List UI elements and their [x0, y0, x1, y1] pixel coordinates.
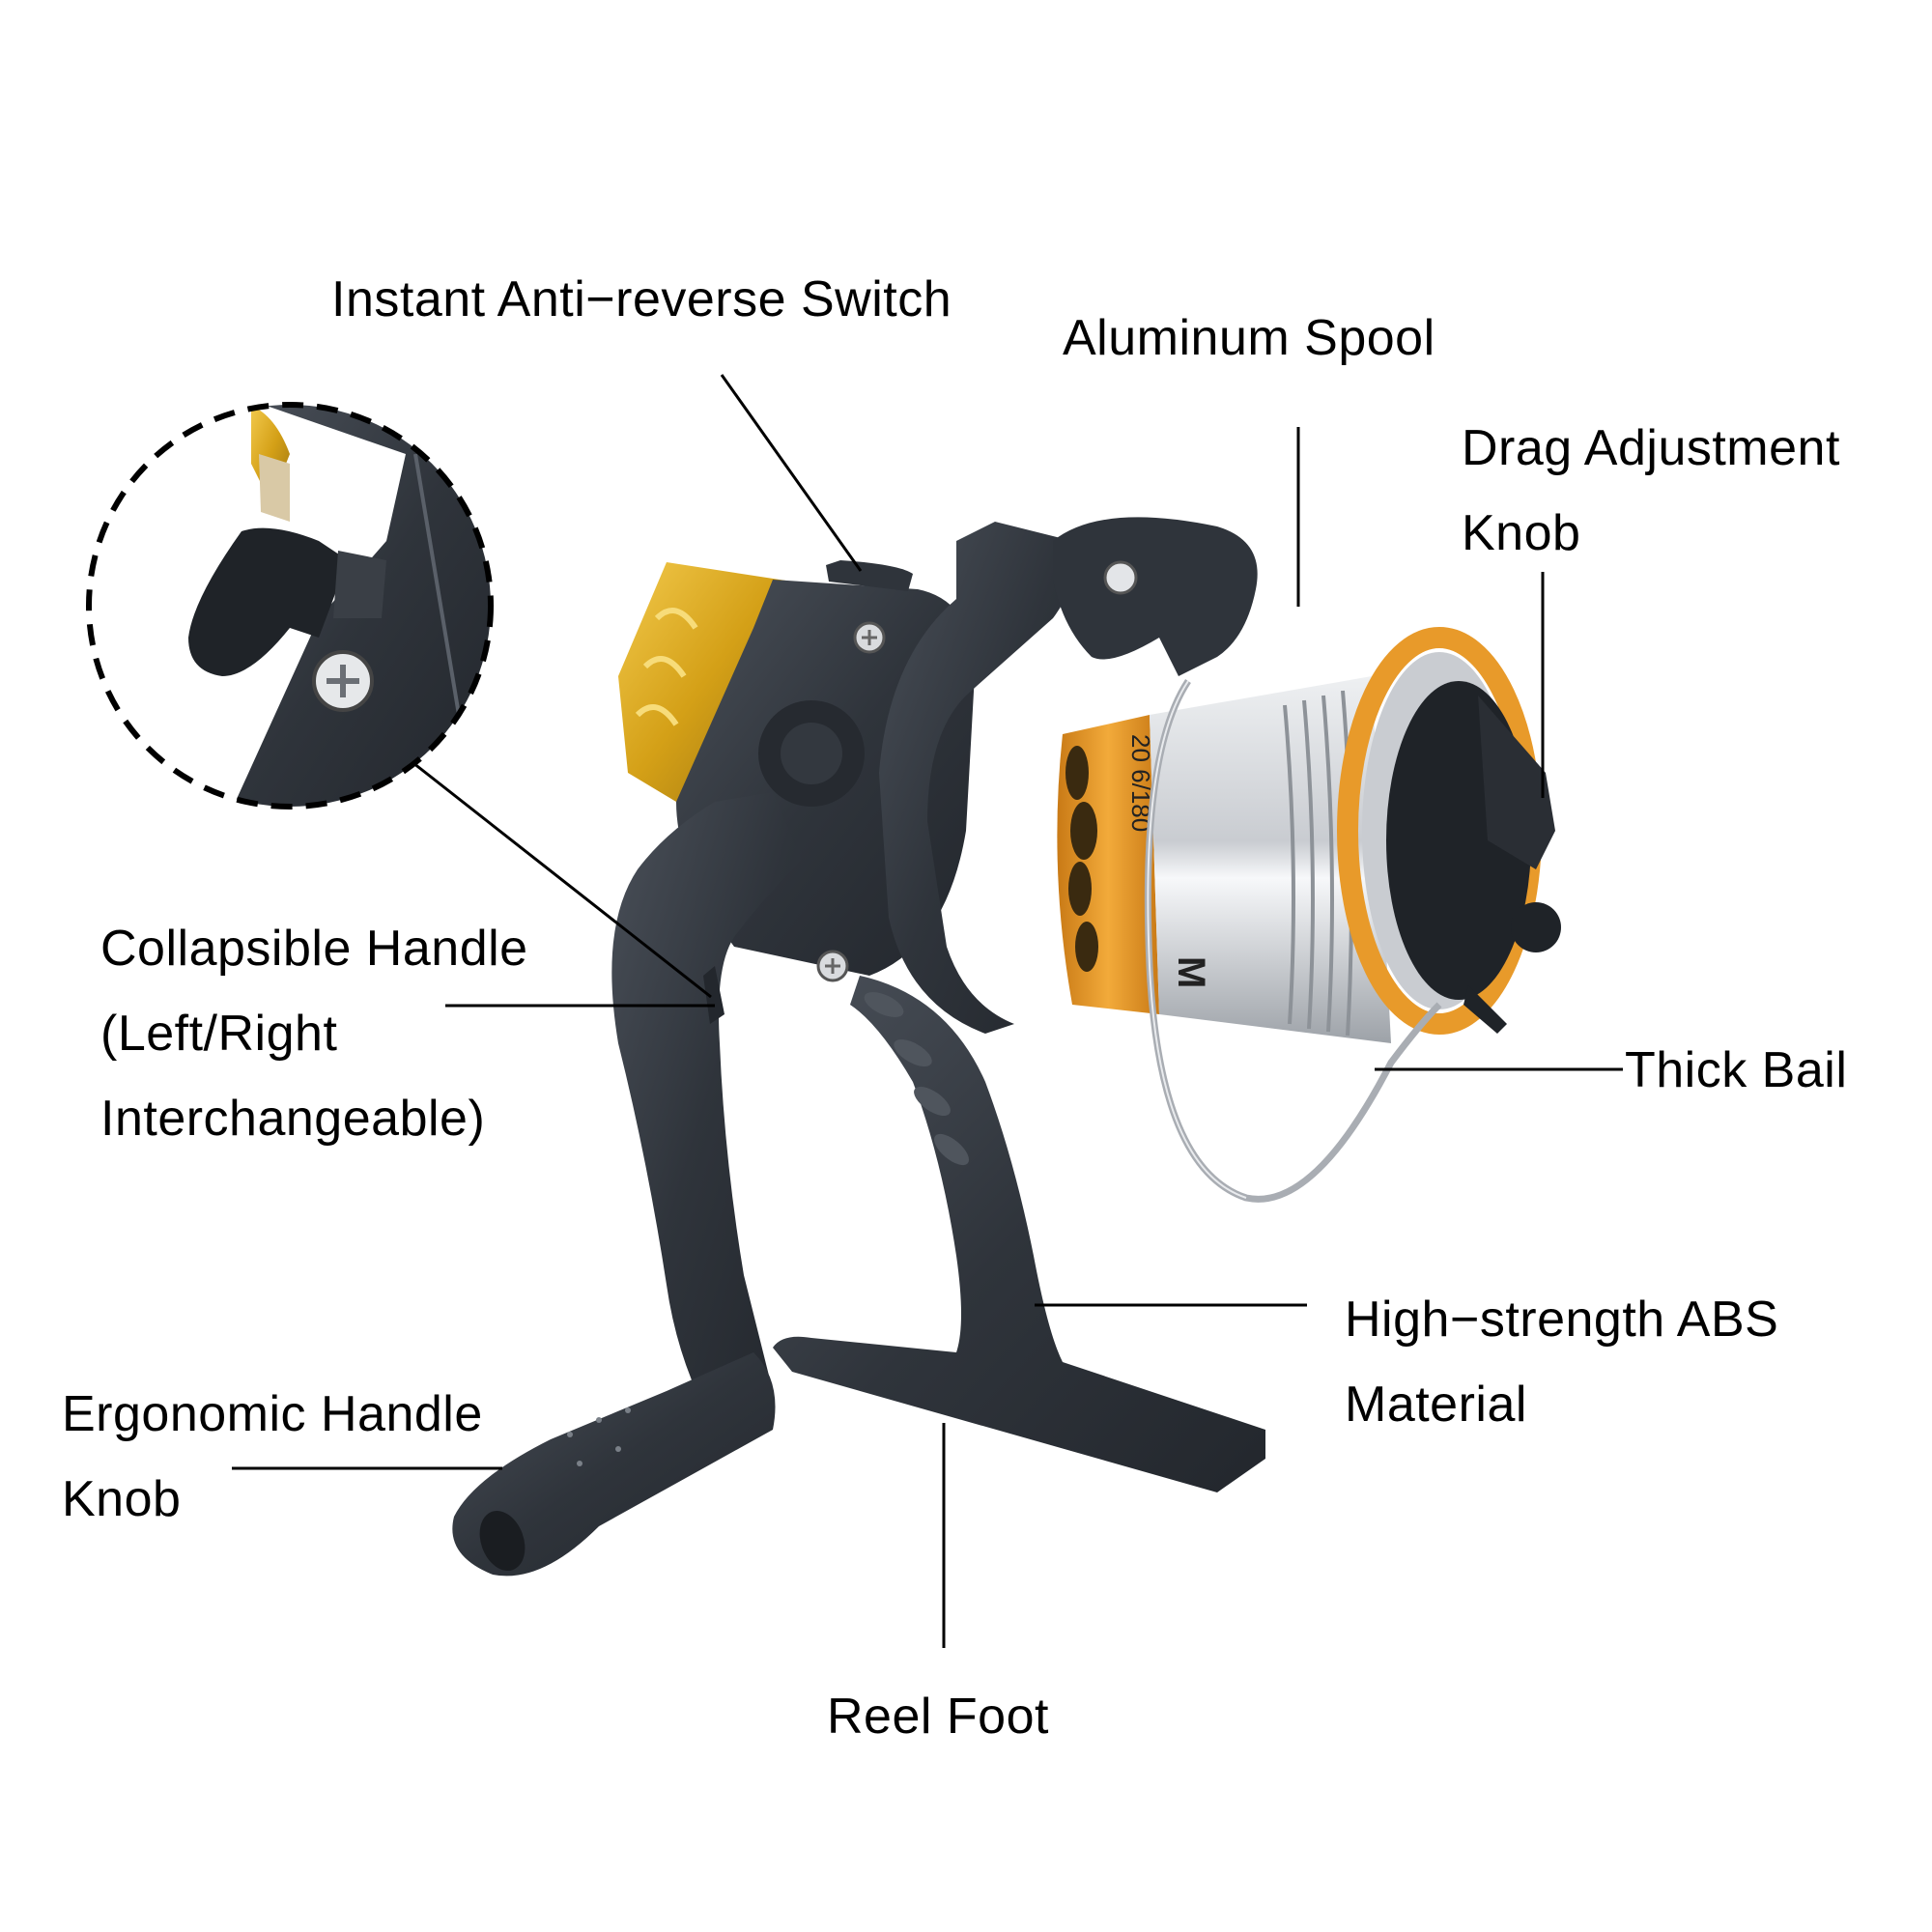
callout-text: Drag Adjustment [1462, 420, 1840, 476]
callout-collapsible-handle: Collapsible Handle (Left/Right Interchan… [100, 906, 528, 1161]
callout-text: Aluminum Spool [1063, 310, 1435, 366]
callout-thick-bail: Thick Bail [1625, 1028, 1847, 1113]
callout-text: Instant Anti−reverse Switch [331, 271, 952, 327]
callout-text: Knob [1462, 505, 1581, 561]
callout-ergonomic-handle-knob: Ergonomic Handle Knob [62, 1372, 483, 1542]
callout-text: Reel Foot [827, 1689, 1049, 1745]
callout-abs-material: High−strength ABS Material [1345, 1277, 1778, 1447]
callout-text: (Left/Right [100, 1006, 338, 1062]
callout-text: Material [1345, 1377, 1527, 1433]
leader-anti-reverse [720, 374, 863, 572]
stem-and-foot [773, 976, 1265, 1492]
inset-border [86, 402, 494, 810]
callout-text: Ergonomic Handle [62, 1386, 483, 1442]
spool-logo: M [1170, 956, 1212, 988]
callout-drag-adjustment-knob: Drag Adjustment Knob [1462, 406, 1840, 576]
gold-rear-cap [618, 562, 792, 802]
leader-collapsible-diagonal [412, 761, 712, 999]
rotor [879, 517, 1258, 1034]
callout-text: Collapsible Handle [100, 921, 528, 977]
callout-text: Thick Bail [1625, 1042, 1848, 1098]
callout-reel-foot: Reel Foot [827, 1674, 1049, 1759]
callout-anti-reverse-switch: Instant Anti−reverse Switch [331, 257, 952, 342]
spool: 20 6/180 M [1057, 627, 1561, 1043]
callout-text: Knob [62, 1471, 182, 1527]
callout-text: Interchangeable) [100, 1091, 486, 1147]
callout-text: High−strength ABS [1345, 1292, 1779, 1348]
inset-closeup [86, 402, 494, 810]
callout-aluminum-spool: Aluminum Spool [1063, 296, 1435, 381]
handle-arm [611, 792, 802, 1410]
leader-lines [232, 374, 1623, 1648]
handle-knob [452, 1352, 776, 1577]
